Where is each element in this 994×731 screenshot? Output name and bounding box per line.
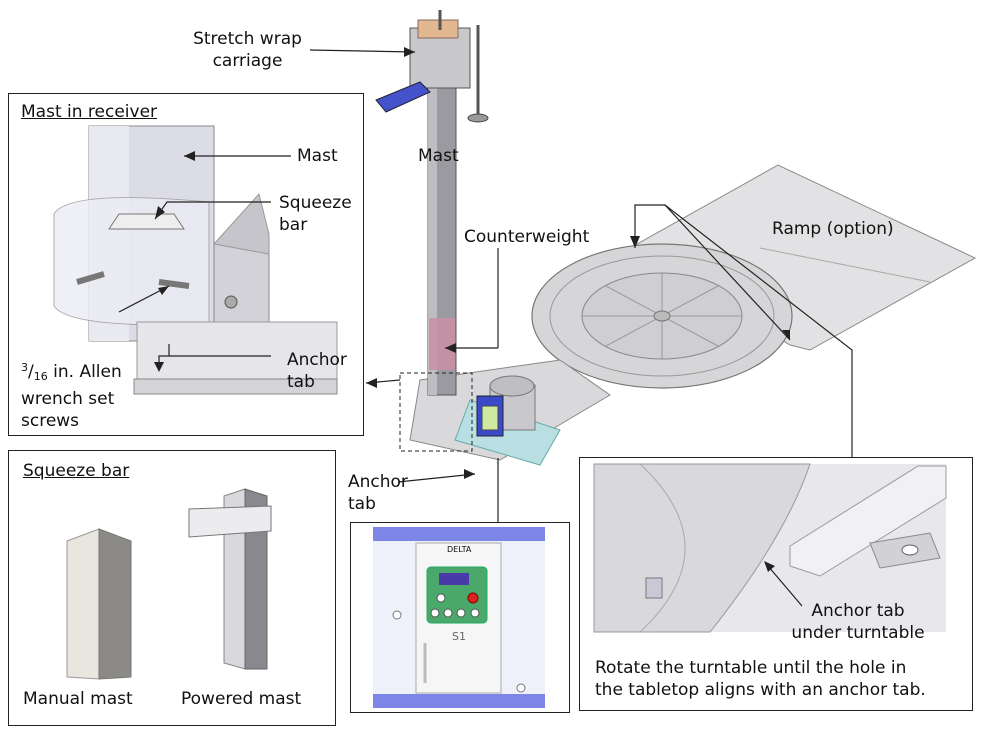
carriage-label: Stretch wrap carriage (180, 28, 315, 72)
controller-model: S1 (452, 630, 466, 643)
receiver-anchor-label: Anchor tab (287, 349, 347, 393)
turntable-note-line1: Rotate the turntable until the hole in (595, 658, 907, 678)
anchor-tab-label: Anchor tab (348, 471, 408, 515)
squeeze-bar-illustration (66, 488, 272, 680)
squeeze-bar-title: Squeeze bar (23, 461, 130, 481)
turntable-anchor-line1: Anchor tab (811, 601, 905, 621)
panel-squeeze-bar: Squeeze bar Manual mast Powered mast (8, 450, 336, 726)
turntable-note-line2: the tabletop aligns with an anchor tab. (595, 680, 926, 700)
allen-line1-rest: in. Allen (47, 362, 122, 382)
receiver-squeeze-line2: bar (279, 215, 308, 235)
receiver-mast-label: Mast (297, 146, 338, 166)
panel-anchor-under-turntable: Anchor tab under turntable Rotate the tu… (579, 457, 973, 711)
turntable-note: Rotate the turntable until the hole in t… (595, 657, 926, 701)
receiver-anchor-line1: Anchor (287, 350, 347, 370)
turntable-detail-illustration (593, 463, 947, 633)
manual-mast-label: Manual mast (23, 689, 133, 709)
allen-wrench-line3: screws (21, 411, 80, 431)
allen-wrench-line1: 3/16 in. Allen (21, 361, 122, 383)
allen-num: 3 (21, 361, 28, 374)
panel-mast-in-receiver: Mast in receiver Mast Squeeze bar Anchor… (8, 93, 364, 436)
powered-mast-label: Powered mast (181, 689, 302, 709)
carriage-label-line2: carriage (212, 51, 283, 71)
ramp-label: Ramp (option) (772, 219, 894, 239)
turntable-anchor-label: Anchor tab under turntable (773, 600, 943, 644)
turntable-anchor-line2: under turntable (791, 623, 925, 643)
counterweight-area (429, 318, 455, 370)
anchor-tab-label-line2: tab (348, 494, 376, 514)
allen-den: 16 (33, 370, 48, 383)
receiver-anchor-line2: tab (287, 372, 315, 392)
mast-receiver-title: Mast in receiver (21, 102, 158, 122)
receiver-squeeze-line1: Squeeze (279, 193, 352, 213)
allen-wrench-label: 3/16 in. Allen wrench set screws (21, 357, 122, 432)
controller-brand: DELTA (447, 545, 472, 554)
receiver-illustration (53, 125, 338, 395)
receiver-squeeze-label: Squeeze bar (279, 192, 352, 236)
carriage-label-line1: Stretch wrap (193, 29, 302, 49)
controller-illustration (373, 527, 545, 708)
mast-label: Mast (418, 146, 459, 166)
counterweight-label: Counterweight (464, 227, 590, 247)
panel-controller: DELTA S1 (350, 522, 570, 713)
allen-wrench-line2: wrench set (21, 389, 115, 409)
anchor-tab-label-line1: Anchor (348, 472, 408, 492)
